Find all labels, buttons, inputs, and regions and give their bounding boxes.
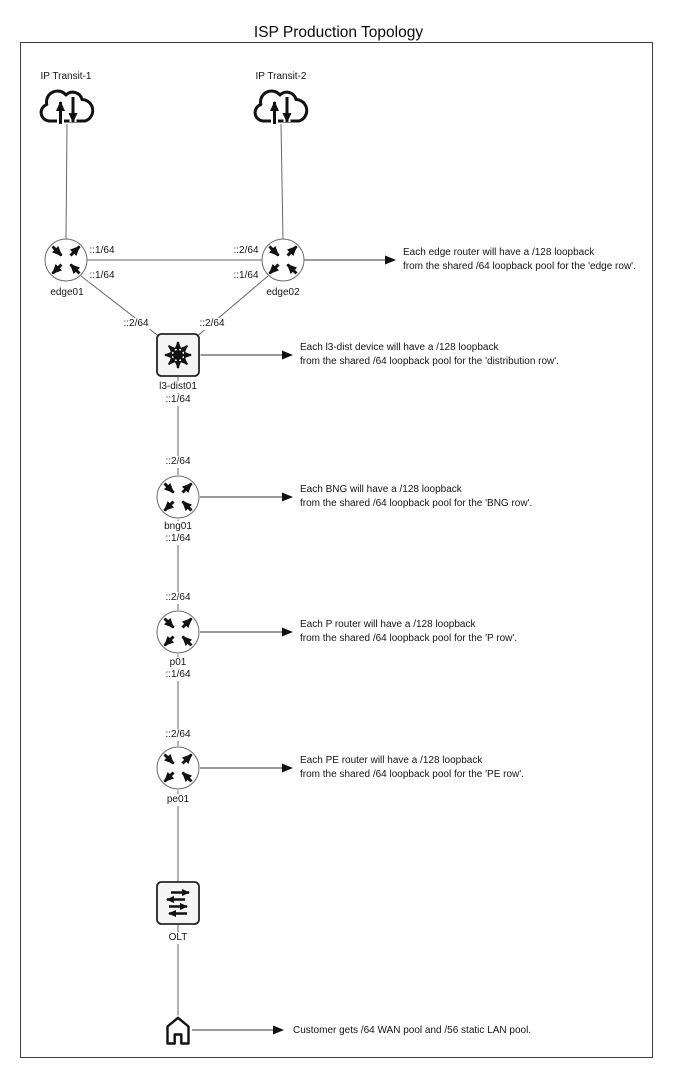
- annotation-pe: Each PE router will have a /128 loopback…: [300, 754, 524, 782]
- node-label-transit1: IP Transit-1: [39, 71, 93, 83]
- port-label-p01-top: ::2/64: [164, 592, 192, 604]
- annotation-edge: Each edge router will have a /128 loopba…: [403, 246, 636, 274]
- node-label-olt: OLT: [167, 932, 189, 944]
- annotation-customer-line1: Customer gets /64 WAN pool and /56 stati…: [293, 1025, 532, 1036]
- router-icon: [260, 237, 306, 283]
- annotation-bng-line2: from the shared /64 loopback pool for th…: [300, 498, 533, 509]
- node-label-edge02: edge02: [265, 287, 301, 299]
- port-label-l3dist-left: ::2/64: [122, 318, 150, 330]
- diagram-border: [20, 42, 653, 1058]
- port-label-edge01-top: ::1/64: [88, 245, 116, 257]
- house-icon: [165, 1015, 191, 1045]
- router-icon: [43, 237, 89, 283]
- node-label-p01: p01: [168, 657, 188, 669]
- annotation-dist-line1: Each l3-dist device will have a /128 loo…: [300, 342, 499, 353]
- annotation-bng: Each BNG will have a /128 loopback from …: [300, 483, 532, 511]
- annotation-pe-line1: Each PE router will have a /128 loopback: [300, 755, 483, 766]
- node-label-bng01: bng01: [163, 521, 193, 533]
- annotation-p-line1: Each P router will have a /128 loopback: [300, 619, 476, 630]
- switch-icon: [156, 881, 200, 925]
- cloud-transit-icon: [250, 86, 312, 126]
- node-label-transit2: IP Transit-2: [254, 71, 308, 83]
- link-transit1-edge01: [65, 123, 68, 240]
- annotation-p: Each P router will have a /128 loopback …: [300, 618, 517, 646]
- port-label-pe01-top: ::2/64: [164, 729, 192, 741]
- page-title: ISP Production Topology: [253, 24, 424, 41]
- l3-switch-icon: [156, 333, 200, 377]
- port-label-edge02-bottom: ::1/64: [232, 270, 260, 282]
- annotation-pe-line2: from the shared /64 loopback pool for th…: [300, 769, 524, 780]
- port-label-l3dist-right: ::2/64: [198, 318, 226, 330]
- annotation-edge-line2: from the shared /64 loopback pool for th…: [403, 261, 636, 272]
- annotation-edge-line1: Each edge router will have a /128 loopba…: [403, 247, 595, 258]
- port-label-p01-bottom: ::1/64: [164, 669, 192, 681]
- annotation-bng-line1: Each BNG will have a /128 loopback: [300, 484, 462, 495]
- router-icon: [155, 745, 201, 791]
- node-label-l3dist01: l3-dist01: [158, 381, 198, 393]
- annotation-dist: Each l3-dist device will have a /128 loo…: [300, 341, 559, 369]
- router-icon: [155, 474, 201, 520]
- annotation-dist-line2: from the shared /64 loopback pool for th…: [300, 356, 559, 367]
- port-label-edge01-bottom: ::1/64: [88, 270, 116, 282]
- port-label-edge02-top: ::2/64: [232, 245, 260, 257]
- annotation-p-line2: from the shared /64 loopback pool for th…: [300, 633, 518, 644]
- port-label-bng01-top: ::2/64: [164, 456, 192, 468]
- node-label-pe01: pe01: [165, 794, 191, 806]
- router-icon: [155, 609, 201, 655]
- port-label-bng01-bottom: ::1/64: [164, 533, 192, 545]
- port-label-l3dist-bottom: ::1/64: [164, 394, 192, 406]
- link-transit2-edge02: [280, 123, 284, 240]
- node-label-edge01: edge01: [49, 287, 85, 299]
- cloud-transit-icon: [36, 86, 98, 126]
- annotation-customer: Customer gets /64 WAN pool and /56 stati…: [293, 1024, 531, 1038]
